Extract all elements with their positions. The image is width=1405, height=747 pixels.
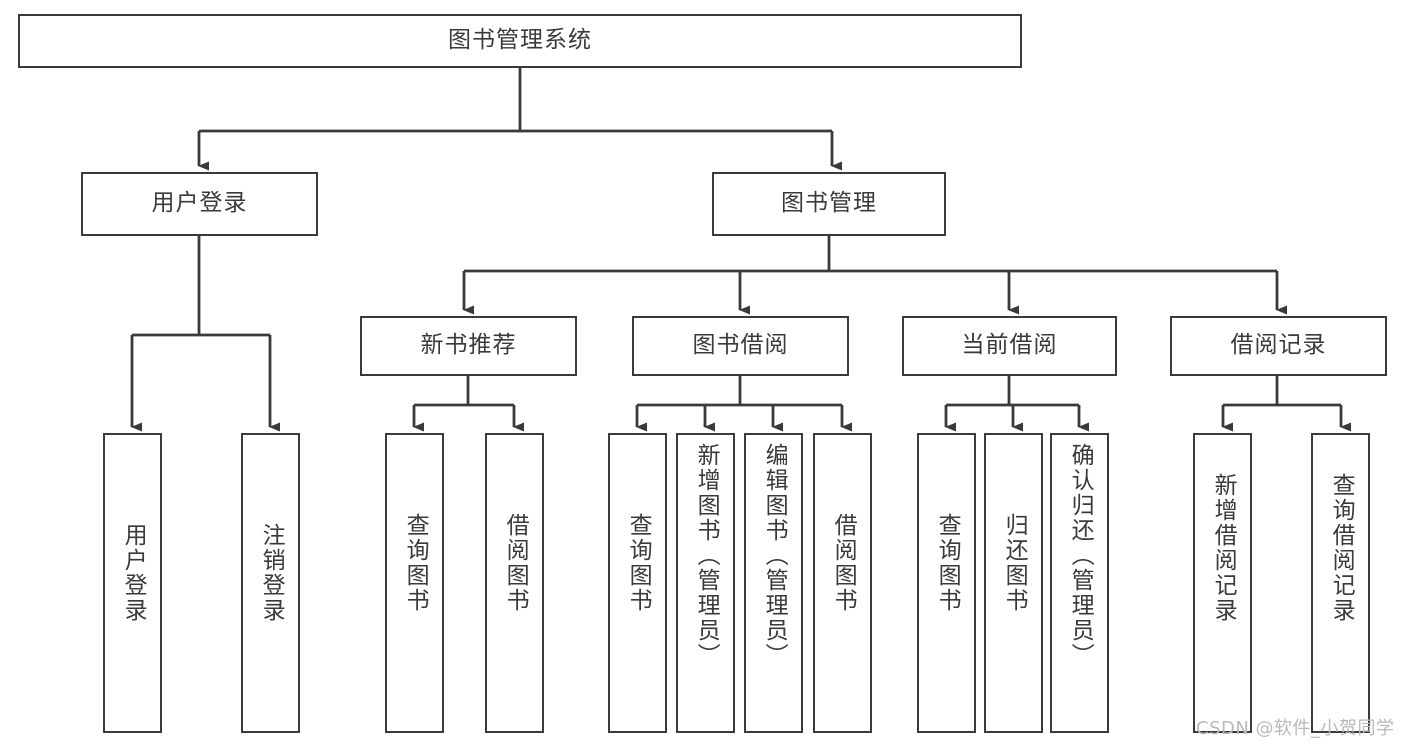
node-label: 当前借阅 [961,332,1058,359]
leaf-label: 编辑图书（管理员） [761,443,788,668]
leaf-label: 归还图书 [1001,513,1028,613]
leaf-borrow-book-2[interactable]: 借阅图书 [813,433,872,733]
node-new-book-recommend[interactable]: 新书推荐 [360,316,577,376]
node-label: 图书借阅 [692,332,789,359]
leaf-label: 确认归还（管理员） [1067,443,1094,668]
node-book-management[interactable]: 图书管理 [712,172,946,236]
leaf-label: 借阅图书 [502,513,529,613]
leaf-label: 注销登录 [258,523,285,623]
leaf-label: 查询图书 [625,513,652,613]
leaf-label: 借阅图书 [830,513,857,613]
leaf-label: 查询图书 [402,513,429,613]
node-label: 用户登录 [151,190,248,217]
leaf-add-borrow-record[interactable]: 新增借阅记录 [1193,433,1252,733]
node-label: 图书管理 [781,190,877,217]
leaf-query-book-3[interactable]: 查询图书 [917,433,976,733]
leaf-label: 新增借阅记录 [1210,473,1237,623]
node-book-management-system[interactable]: 图书管理系统 [18,14,1022,68]
node-label: 图书管理系统 [448,27,592,54]
node-label: 借阅记录 [1230,332,1327,359]
leaf-query-book-2[interactable]: 查询图书 [608,433,667,733]
leaf-edit-book-admin[interactable]: 编辑图书（管理员） [744,433,803,733]
leaf-label: 查询图书 [934,513,961,613]
leaf-borrow-book-1[interactable]: 借阅图书 [485,433,544,733]
leaf-label: 新增图书（管理员） [693,443,720,668]
leaf-query-book-1[interactable]: 查询图书 [385,433,444,733]
node-borrow-record[interactable]: 借阅记录 [1170,316,1387,376]
leaf-add-book-admin[interactable]: 新增图书（管理员） [676,433,735,733]
csdn-watermark: CSDN @软件_小贺同学 [1196,718,1395,739]
node-book-borrow[interactable]: 图书借阅 [632,316,849,376]
leaf-logout[interactable]: 注销登录 [241,433,300,733]
leaf-query-borrow-record[interactable]: 查询借阅记录 [1311,433,1370,733]
node-current-borrow[interactable]: 当前借阅 [902,316,1117,376]
leaf-return-book[interactable]: 归还图书 [984,433,1043,733]
node-user-login[interactable]: 用户登录 [81,172,318,236]
node-label: 新书推荐 [420,332,517,359]
leaf-confirm-return-admin[interactable]: 确认归还（管理员） [1050,433,1109,733]
leaf-label: 用户登录 [120,523,147,623]
leaf-user-login[interactable]: 用户登录 [103,433,162,733]
leaf-label: 查询借阅记录 [1328,473,1355,623]
